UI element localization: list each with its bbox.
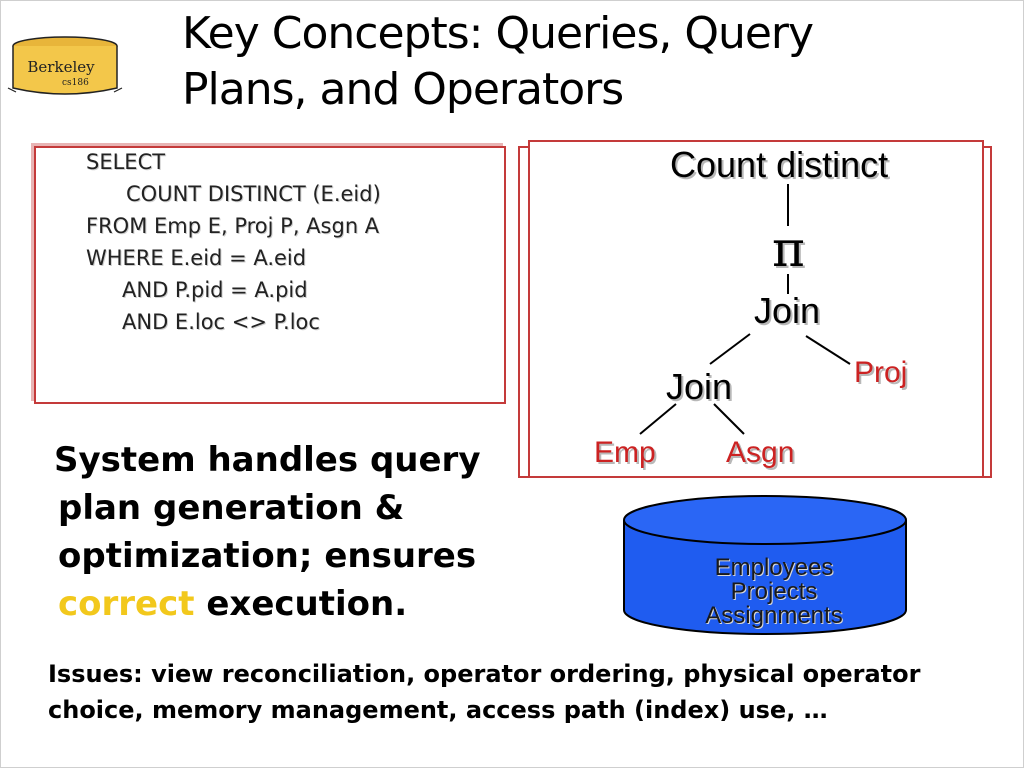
berkeley-logo: [7, 36, 123, 95]
system-text-line-3: optimization; ensures: [58, 536, 477, 576]
plan-node-count-distinct: Count distinct: [670, 144, 889, 185]
db-table-assignments: Assignments: [705, 602, 843, 629]
title-line-2: Plans, and Operators: [182, 64, 624, 115]
plan-leaf-emp: Emp: [594, 436, 656, 469]
logo-subtext: cs186: [62, 78, 89, 88]
system-text-line-2: plan generation &: [58, 488, 405, 528]
system-text-line-1: System handles query: [54, 440, 481, 480]
issues-line-2: choice, memory management, access path (…: [48, 696, 828, 724]
query-plan-box: Count distinct π Join Proj Join Emp Asgn: [528, 140, 984, 478]
issues-line-1: Issues: view reconciliation, operator or…: [48, 660, 921, 688]
issues-text: Issues: view reconciliation, operator or…: [48, 656, 998, 728]
sql-line-and-pid: AND P.pid = A.pid: [122, 278, 308, 302]
sql-line-and-loc: AND E.loc <> P.loc: [122, 310, 320, 334]
sql-query-box: SELECT COUNT DISTINCT (E.eid) FROM Emp E…: [34, 146, 506, 404]
plan-node-join-top: Join: [754, 290, 821, 331]
correct-highlight: correct: [58, 584, 195, 624]
plan-leaf-asgn: Asgn: [726, 436, 795, 469]
plan-tree-edges: [639, 184, 851, 435]
slide-title: Key Concepts: Queries, Query Plans, and …: [182, 6, 942, 118]
sql-line-from: FROM Emp E, Proj P, Asgn A: [86, 214, 380, 238]
plan-node-join-bottom: Join: [666, 366, 733, 407]
db-table-employees: Employees: [714, 554, 834, 581]
system-text-line-4: correct execution.: [58, 580, 407, 628]
plan-leaf-proj: Proj: [854, 356, 908, 389]
database-cylinder-icon: [623, 495, 907, 635]
execution-text: execution.: [194, 584, 408, 624]
title-line-1: Key Concepts: Queries, Query: [182, 8, 814, 59]
plan-node-projection: π: [772, 220, 805, 278]
sql-line-count: COUNT DISTINCT (E.eid): [126, 182, 381, 206]
sql-line-where: WHERE E.eid = A.eid: [86, 246, 307, 270]
logo-word: Berkeley: [27, 58, 95, 76]
db-table-projects: Projects: [730, 578, 818, 605]
sql-line-select: SELECT: [86, 150, 166, 174]
